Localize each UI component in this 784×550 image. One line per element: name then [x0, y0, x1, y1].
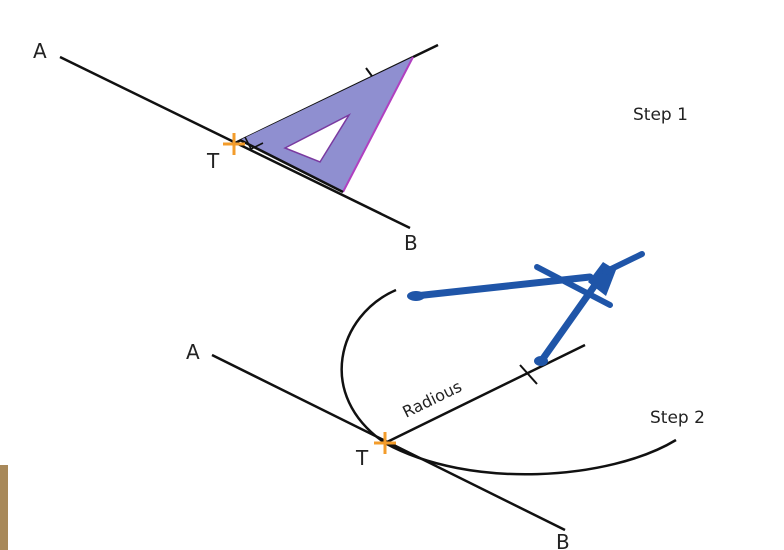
corner-photo-strip: [0, 465, 8, 550]
step2-arc-lower: [384, 438, 677, 476]
step2-tick-mark: [519, 364, 538, 385]
step1-label-t: T: [206, 149, 220, 173]
compass-needle-leg: [538, 274, 604, 364]
radius-label: Radious: [399, 377, 464, 422]
step1-figure: A T B Step 1: [33, 39, 688, 255]
step1-label-a: A: [33, 39, 47, 63]
compass-handle: [602, 251, 645, 275]
step2-title: Step 2: [650, 408, 705, 428]
compass-needle-tip: [534, 356, 548, 366]
right-angle-marker: [244, 136, 264, 151]
step2-tangent-point-marker: [374, 432, 396, 454]
set-square-cutout: [283, 113, 352, 163]
step1-tangent-point-marker: [223, 133, 245, 155]
step2-arc-upper: [340, 288, 397, 445]
step1-title: Step 1: [633, 105, 688, 125]
set-square-body: [240, 57, 413, 192]
compass-crossbar: [534, 264, 613, 308]
step1-label-b: B: [404, 231, 418, 255]
set-square-base-edge: [239, 138, 344, 194]
step2-radius-line: [384, 343, 586, 445]
compass-pencil-tip: [407, 291, 425, 301]
set-square-hypotenuse: [342, 56, 414, 193]
compass: [407, 251, 645, 366]
step2-label-t: T: [355, 446, 369, 470]
step2-figure: A T B Radious Step 2: [186, 251, 705, 550]
step2-label-b: B: [556, 530, 570, 550]
set-square: [239, 56, 414, 194]
step2-label-a: A: [186, 340, 200, 364]
